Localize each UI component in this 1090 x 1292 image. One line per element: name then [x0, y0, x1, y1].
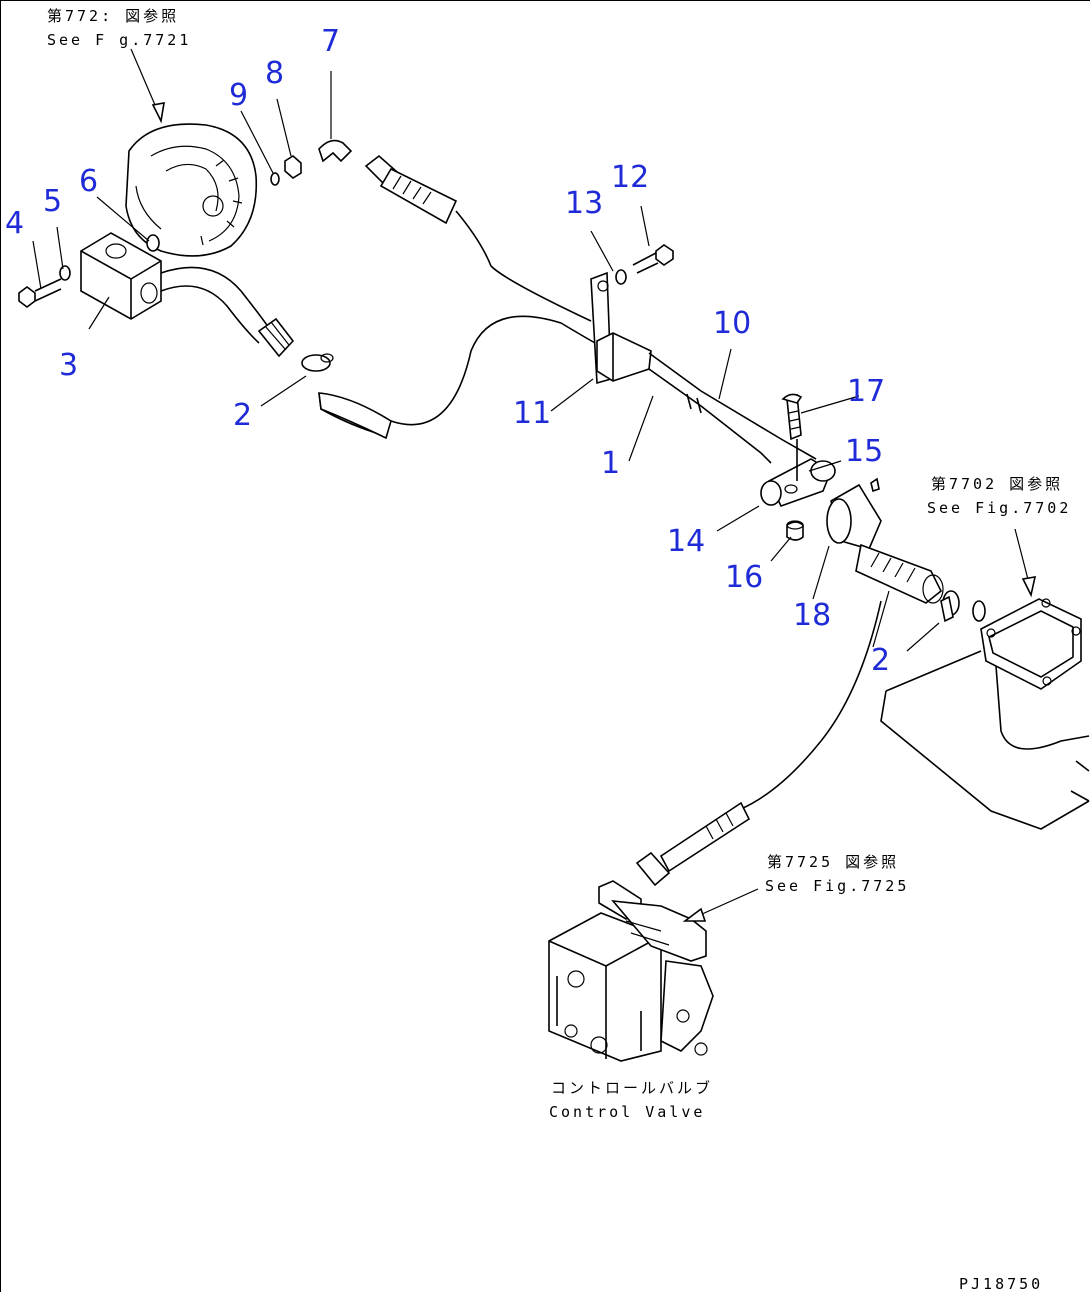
callout-7: 7 — [321, 24, 341, 59]
ref-fig7721-jp: 第772: 図参照 — [47, 7, 180, 25]
washer-part-13 — [615, 269, 627, 285]
hose-part-2-right — [855, 543, 943, 604]
callout-14: 14 — [667, 524, 706, 559]
callout-5: 5 — [43, 184, 63, 219]
hose-block-out — [160, 266, 272, 332]
return-hose — [740, 600, 882, 810]
ref-fig7725-jp: 第7725 図参照 — [767, 853, 900, 871]
pump-assembly — [125, 123, 258, 257]
callout-16: 16 — [725, 560, 764, 595]
control-valve-label-jp: コントロールバルブ — [551, 1079, 714, 1097]
callout-8: 8 — [265, 56, 285, 91]
callout-18: 18 — [793, 598, 832, 633]
ref-fig7721-en: See F g.7721 — [47, 31, 192, 49]
callout-3: 3 — [59, 348, 79, 383]
callout-2-right: 2 — [871, 643, 891, 678]
elbow-part-7 — [318, 139, 353, 163]
hose-fitting-left — [257, 317, 295, 358]
ref-fig7702-jp: 第7702 図参照 — [931, 475, 1064, 493]
hose-fitting-bottom — [635, 851, 671, 887]
washer-part-5 — [59, 265, 71, 281]
callout-17: 17 — [847, 374, 886, 409]
callout-9: 9 — [229, 78, 249, 113]
callout-6: 6 — [79, 164, 99, 199]
clamp-part-2-left — [301, 354, 331, 372]
nut-part-16 — [786, 521, 804, 541]
callout-2-left: 2 — [233, 398, 253, 433]
ref-fig7725-en: See Fig.7725 — [765, 877, 910, 895]
callout-10: 10 — [713, 306, 752, 341]
clamp-assembly — [760, 393, 836, 541]
pipe-part-10 — [648, 352, 817, 460]
callout-1: 1 — [601, 446, 621, 481]
bracket-part-11 — [590, 271, 652, 385]
callout-12: 12 — [611, 160, 650, 195]
callout-15: 15 — [845, 434, 884, 469]
bolt-part-12 — [632, 244, 674, 274]
callout-4: 4 — [5, 206, 25, 241]
ref-fig7702-en: See Fig.7702 — [927, 499, 1072, 517]
oring-part-9 — [270, 172, 280, 186]
control-valve-assembly — [548, 880, 714, 1062]
drawing-id: PJ18750 — [959, 1275, 1044, 1292]
tank-assembly — [880, 598, 1090, 830]
leader-lines — [32, 48, 1037, 922]
oring-part-6 — [146, 234, 160, 252]
block-part-3 — [80, 232, 162, 320]
callout-11: 11 — [513, 396, 552, 431]
callout-13: 13 — [565, 186, 604, 221]
control-valve-label-en: Control Valve — [549, 1103, 706, 1121]
nut-part-8 — [284, 155, 302, 179]
bolt-part-4 — [18, 278, 62, 308]
